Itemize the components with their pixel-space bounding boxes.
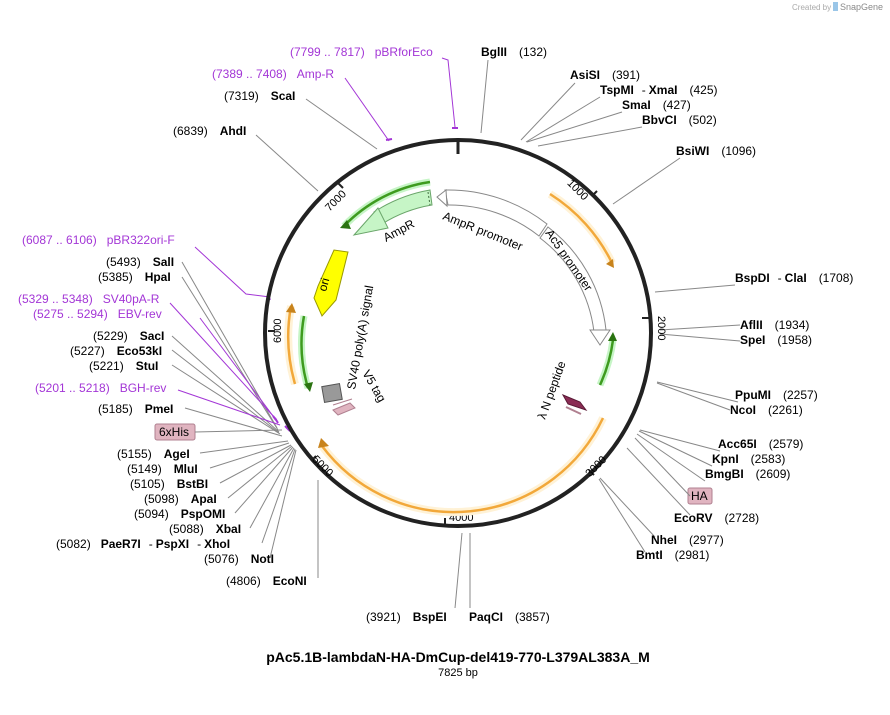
primer-amp-r: (7389 .. 7408)Amp-R: [212, 67, 334, 81]
snapgene-logo-icon: [833, 2, 838, 11]
v5-tag-mark: [332, 402, 356, 416]
ampr-promoter-head: [436, 189, 448, 208]
site-paqci: PaqCI(3857): [469, 610, 550, 624]
v5-label: V5 tag: [359, 368, 388, 405]
snapgene-label: SnapGene: [840, 2, 883, 12]
site-sali: (5493)SalI: [106, 255, 174, 269]
ampr-arrow-head: [352, 207, 389, 236]
primer-leader-lines: [169, 57, 456, 426]
plasmid-title: pAc5.1B-lambdaN-HA-DmCup-del419-770-L379…: [266, 649, 650, 665]
ori-arrow: [313, 249, 349, 317]
feature-labels: AmpR promoter AmpR Ac5 promoter ori SV40…: [315, 209, 595, 421]
tick-1000: 1000: [564, 177, 590, 203]
site-spei: SpeI(1958): [740, 333, 812, 347]
sv40-box: [321, 382, 343, 404]
primer-bgh-rev: (5201 .. 5218)BGH-rev: [35, 381, 166, 395]
site-tspmi-xmai: TspMI-XmaI(425): [600, 83, 717, 97]
site-nhei: NheI(2977): [651, 533, 724, 547]
site-ecorv: EcoRV(2728): [674, 511, 759, 525]
his-tag-label: 6xHis: [159, 425, 189, 439]
primer-marks: [267, 127, 458, 432]
ampr-line: [343, 180, 431, 227]
site-acc65i: Acc65I(2579): [718, 437, 803, 451]
ampr-promoter-arrow: [444, 189, 548, 237]
site-smai: SmaI(427): [622, 98, 691, 112]
site-bspdi-clai: BspDI-ClaI(1708): [735, 271, 853, 285]
green-arc-right: [598, 339, 615, 386]
primer-pbr322ori-f: (6087 .. 6106)pBR322ori-F: [22, 233, 175, 247]
site-xbai: (5088)XbaI: [169, 522, 241, 536]
ha-tag-box: HA: [687, 487, 713, 505]
site-labels-right: BglII(132) AsiSI(391) TspMI-XmaI(425) Sm…: [469, 45, 853, 624]
ac5-promoter-head: [589, 329, 611, 346]
lambda-n-mark: [561, 393, 588, 411]
snapgene-brand: Created by SnapGene: [792, 2, 883, 12]
site-mlui: (5149)MluI: [127, 462, 198, 476]
site-ahdi: (6839)AhdI: [173, 124, 246, 138]
primer-labels: (7799 .. 7817)pBRforEco (7389 .. 7408)Am…: [18, 45, 433, 395]
site-hpai: (5385)HpaI: [98, 270, 171, 284]
ha-tag-label: HA: [691, 489, 708, 503]
site-ppumi: PpuMI(2257): [735, 388, 818, 402]
site-eco53ki: (5227)Eco53kI: [70, 344, 162, 358]
orf-arcs: [284, 190, 616, 516]
site-ncoi: NcoI(2261): [730, 403, 803, 417]
orf-arc-3: [286, 305, 297, 385]
green-arcs: [298, 178, 617, 392]
site-aflii: AflII(1934): [740, 318, 809, 332]
tick-6000: 6000: [272, 319, 284, 343]
primer-pbrforeco: (7799 .. 7817)pBRforEco: [290, 45, 433, 59]
site-paer7i-pspxi-xhoi: (5082)PaeR7I-PspXI-XhoI: [56, 537, 230, 551]
site-agei: (5155)AgeI: [117, 447, 190, 461]
site-econi: (4806)EcoNI: [226, 574, 307, 588]
site-labels-left: (3921)BspEI (4806)EcoNI (5076)NotI (5082…: [56, 89, 447, 624]
site-kpni: KpnI(2583): [712, 452, 785, 466]
site-scai: (7319)ScaI: [224, 89, 295, 103]
plasmid-length: 7825 bp: [438, 667, 478, 679]
site-pspomi: (5094)PspOMI: [134, 507, 225, 521]
site-bspei: (3921)BspEI: [366, 610, 447, 624]
primer-ebv-rev: (5275 .. 5294)EBV-rev: [33, 307, 162, 321]
site-saci: (5229)SacI: [93, 329, 164, 343]
created-by-text: Created by: [792, 3, 831, 12]
site-pmei: (5185)PmeI: [98, 402, 173, 416]
tick-marks: [268, 182, 649, 525]
site-bsiwi: BsiWI(1096): [676, 144, 756, 158]
orf-arc-2: [321, 417, 605, 514]
lambda-n-label: λ N peptide: [535, 359, 569, 421]
site-bstbi: (5105)BstBI: [130, 477, 208, 491]
tick-2000: 2000: [655, 316, 667, 340]
site-bmgbi: BmgBI(2609): [705, 467, 790, 481]
site-bbvci: BbvCI(502): [642, 113, 717, 127]
site-stui: (5221)StuI: [89, 359, 158, 373]
orf-arc-1: [549, 192, 614, 264]
site-asisi: AsiSI(391): [570, 68, 640, 82]
site-leader-lines: [171, 59, 741, 609]
primer-sv40pa-r: (5329 .. 5348)SV40pA-R: [18, 292, 160, 306]
site-bmti: BmtI(2981): [636, 548, 709, 562]
ori-label: ori: [315, 276, 332, 293]
site-noti: (5076)NotI: [204, 552, 274, 566]
green-arc-left: [300, 315, 310, 389]
site-bglii: BglII(132): [481, 45, 547, 59]
site-apai: (5098)ApaI: [144, 492, 217, 506]
his-tag-box: 6xHis: [154, 423, 196, 441]
ac5-promoter-label: Ac5 promoter: [543, 227, 596, 294]
